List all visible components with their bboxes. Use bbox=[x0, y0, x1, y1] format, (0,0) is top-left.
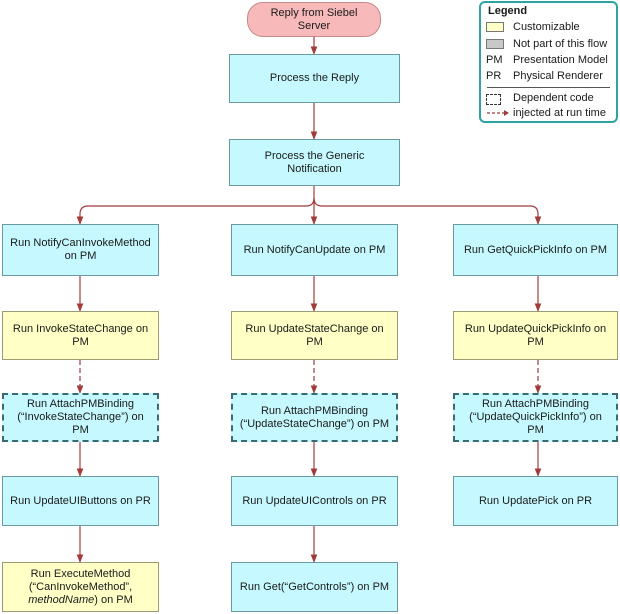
start-node-label: Reply from Siebel Server bbox=[270, 6, 358, 32]
col2-step3-label-line1: Run AttachPMBinding bbox=[260, 404, 368, 417]
col2-step5-label: Run Get(“GetControls”) on PM bbox=[239, 580, 390, 593]
legend-abbr-pm: PM bbox=[486, 54, 503, 66]
col2-step2-label: Run UpdateStateChange on PM bbox=[245, 322, 384, 348]
col2-step4-label: Run UpdateUIControls on PR bbox=[242, 494, 387, 507]
legend-dashed-arrow-icon bbox=[487, 110, 509, 116]
col1-step5-italic: methodName bbox=[28, 593, 95, 606]
legend: Legend Customizable Not part of this flo… bbox=[479, 1, 618, 123]
legend-divider bbox=[487, 87, 610, 88]
legend-row-pr: PR Physical Renderer bbox=[486, 69, 603, 83]
process-reply-node: Process the Reply bbox=[229, 54, 400, 103]
col1-step5-node: Run ExecuteMethod (“CanInvokeMethod”, me… bbox=[2, 562, 159, 612]
col1-step1-label: Run NotifyCanInvokeMethod on PM bbox=[10, 237, 151, 262]
col3-step2-label: Run UpdateQuickPickInfo on PM bbox=[464, 322, 607, 348]
col3-step1-node: Run GetQuickPickInfo on PM bbox=[453, 224, 618, 276]
col2-step2-node: Run UpdateStateChange on PM bbox=[231, 311, 398, 360]
legend-row-injected: injected at run time bbox=[486, 106, 606, 120]
process-notification-label: Process the Generic Notification bbox=[264, 149, 365, 175]
col3-step3-label-line1: Run AttachPMBinding bbox=[481, 398, 589, 410]
col2-step1-label: Run NotifyCanUpdate on PM bbox=[243, 243, 386, 256]
col1-step5-label-line2: (“CanInvokeMethod”, bbox=[28, 580, 133, 593]
col1-step3-node: Run AttachPMBinding (“InvokeStateChange”… bbox=[2, 393, 159, 442]
col1-step5-label-line3: methodName) on PM bbox=[28, 594, 133, 607]
legend-label-customizable: Customizable bbox=[513, 21, 580, 33]
col1-step4-node: Run UpdateUIButtons on PR bbox=[2, 476, 159, 526]
legend-label-not-part: Not part of this flow bbox=[513, 38, 608, 50]
process-reply-label: Process the Reply bbox=[269, 72, 360, 84]
legend-row-dependent: Dependent code bbox=[486, 92, 594, 120]
col2-step3-label-line2: (“UpdateStateChange”) on PM bbox=[239, 417, 390, 430]
col1-step3-label-line2: (“InvokeStateChange”) on PM bbox=[17, 411, 144, 436]
legend-abbr-pr: PR bbox=[486, 70, 502, 82]
col3-step3-node: Run AttachPMBinding (“UpdateQuickPickInf… bbox=[453, 393, 618, 442]
legend-swatch-dependent bbox=[486, 94, 501, 105]
legend-swatch-not-part bbox=[486, 39, 504, 49]
legend-label-dependent-line1: Dependent code bbox=[513, 92, 594, 104]
col1-step3-label-line1: Run AttachPMBinding bbox=[26, 398, 134, 410]
col3-step4-node: Run UpdatePick on PR bbox=[453, 476, 618, 526]
col2-step4-node: Run UpdateUIControls on PR bbox=[231, 476, 398, 526]
legend-swatch-customizable bbox=[486, 22, 504, 32]
col2-step5-node: Run Get(“GetControls”) on PM bbox=[231, 562, 398, 612]
col1-step5-tail: ) on PM bbox=[94, 593, 133, 606]
col1-step2-node: Run InvokeStateChange on PM bbox=[2, 311, 159, 360]
col1-step4-label: Run UpdateUIButtons on PR bbox=[10, 494, 151, 507]
legend-row-pm: PM Presentation Model bbox=[486, 53, 608, 67]
col2-step3-node: Run AttachPMBinding (“UpdateStateChange”… bbox=[231, 393, 398, 442]
legend-label-pr: Physical Renderer bbox=[513, 70, 603, 82]
col3-step4-label: Run UpdatePick on PR bbox=[478, 494, 593, 507]
process-notification-node: Process the Generic Notification bbox=[229, 139, 400, 186]
legend-label-pm: Presentation Model bbox=[513, 54, 608, 66]
col1-step5-label-line1: Run ExecuteMethod bbox=[30, 567, 131, 580]
legend-title: Legend bbox=[488, 5, 528, 17]
col3-step3-label-line2: (“UpdateQuickPickInfo”) on PM bbox=[469, 411, 602, 436]
col2-step1-node: Run NotifyCanUpdate on PM bbox=[231, 224, 398, 276]
start-node: Reply from Siebel Server bbox=[247, 2, 381, 37]
legend-label-dependent-line2: injected at run time bbox=[513, 107, 606, 119]
legend-row-customizable: Customizable bbox=[486, 20, 580, 34]
col1-step1-node: Run NotifyCanInvokeMethod on PM bbox=[2, 224, 159, 276]
branch-connector bbox=[76, 186, 315, 225]
col1-step2-label: Run InvokeStateChange on PM bbox=[12, 322, 149, 348]
col3-step1-label: Run GetQuickPickInfo on PM bbox=[463, 243, 608, 256]
legend-row-not-part: Not part of this flow bbox=[486, 37, 607, 51]
col3-step2-node: Run UpdateQuickPickInfo on PM bbox=[453, 311, 618, 360]
